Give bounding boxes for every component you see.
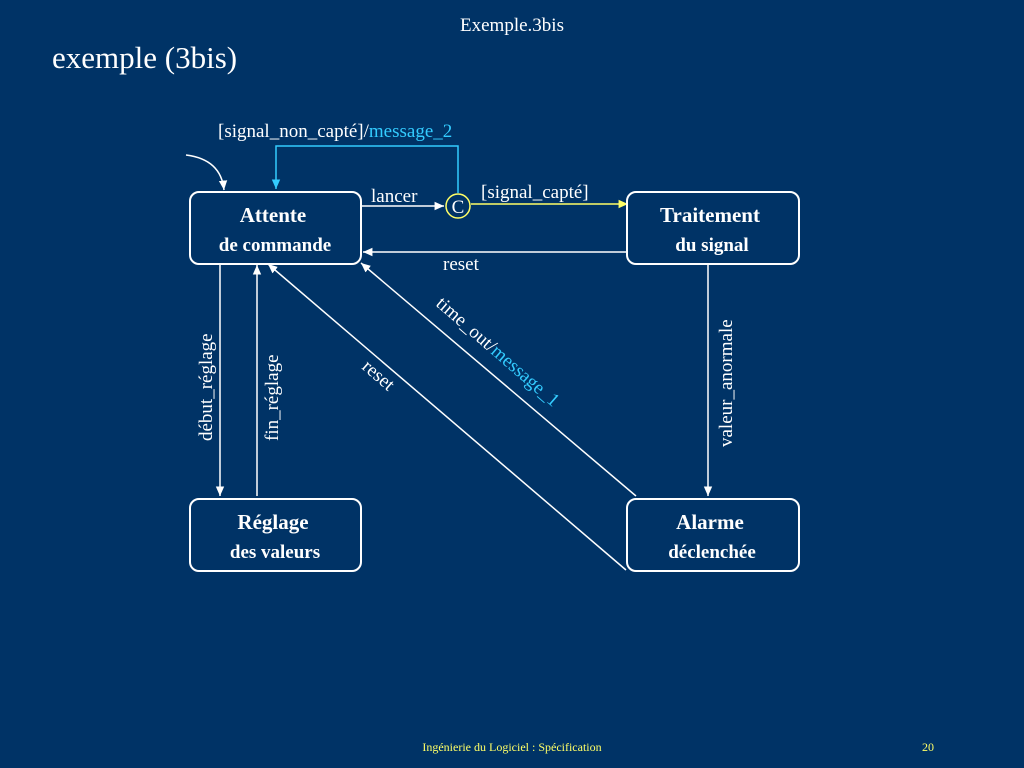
state-attente-subtitle: de commande: [219, 235, 331, 256]
transition-time-out-arrow: [360, 262, 637, 497]
state-traitement: Traitement du signal: [626, 191, 800, 265]
choice-node-label: C: [452, 197, 465, 218]
transition-signal-non-capte-arrow: [271, 145, 459, 193]
transition-time-out-label: time_out/message_1: [432, 293, 564, 411]
transition-fin-reglage-label: fin_réglage: [262, 354, 283, 441]
state-attente-name: Attente: [240, 203, 306, 227]
transition-signal-capte-label: [signal_capté]: [481, 182, 589, 203]
footer-text: Ingénierie du Logiciel : Spécification: [422, 740, 602, 754]
transition-valeur-anormale-label: valeur_anormale: [716, 319, 737, 447]
state-reglage: Réglage des valeurs: [189, 498, 362, 572]
transition-reset-alarme-arrow: [267, 263, 627, 571]
transition-reset-traitement-label: reset: [443, 254, 480, 275]
slide-title: exemple (3bis): [52, 40, 238, 75]
transition-lancer-label: lancer: [371, 186, 418, 207]
state-alarme-name: Alarme: [676, 510, 744, 534]
time-out-event: time_out/: [432, 293, 501, 357]
state-reglage-subtitle: des valeurs: [230, 542, 320, 563]
transition-debut-reglage-label: début_réglage: [196, 333, 217, 441]
state-alarme-subtitle: déclenchée: [668, 542, 756, 563]
header-title: Exemple.3bis: [460, 15, 564, 36]
state-traitement-name: Traitement: [660, 203, 760, 227]
signal-non-capte-action: message_2: [369, 121, 452, 142]
state-traitement-subtitle: du signal: [675, 235, 748, 256]
state-alarme: Alarme déclenchée: [626, 498, 800, 572]
transition-signal-non-capte-label: [signal_non_capté]/message_2: [218, 121, 452, 142]
choice-node: [445, 193, 471, 219]
page-number: 20: [922, 740, 934, 754]
state-attente: Attente de commande: [189, 191, 362, 265]
transition-reset-alarme-label: reset: [358, 356, 399, 396]
signal-non-capte-guard: [signal_non_capté]/: [218, 121, 370, 142]
time-out-action: message_1: [487, 341, 564, 412]
state-reglage-name: Réglage: [237, 510, 308, 534]
initial-transition-arrow: [185, 154, 228, 191]
